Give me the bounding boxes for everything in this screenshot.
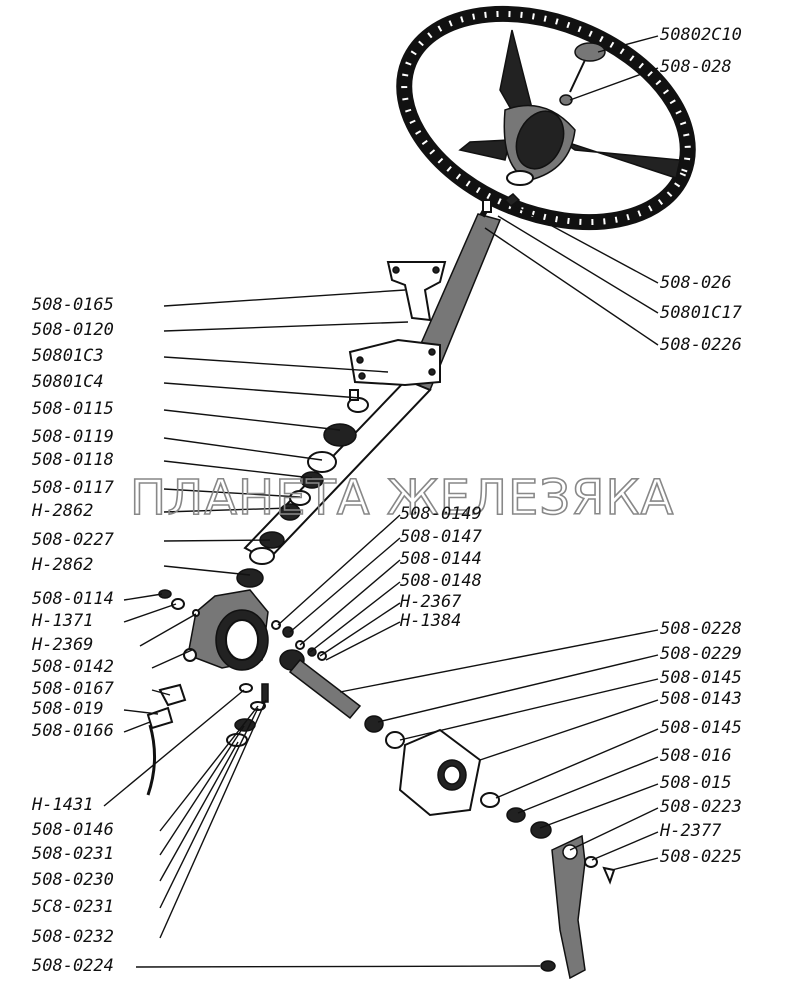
label-c44: 5C8-0231 bbox=[32, 897, 114, 917]
label-c21: 508-0167 bbox=[32, 679, 115, 699]
label-c26: 508-0144 bbox=[400, 549, 482, 569]
label-c43: 508-0230 bbox=[32, 870, 114, 890]
label-c25: 508-0147 bbox=[400, 527, 483, 547]
leader-lines bbox=[103, 35, 659, 968]
label-c32: 508-0145 bbox=[660, 668, 742, 688]
side-cover bbox=[146, 683, 187, 796]
label-c11: 508-0119 bbox=[32, 427, 114, 447]
label-c45: 508-0232 bbox=[32, 927, 114, 947]
label-c20: 508-0142 bbox=[32, 657, 114, 677]
label-c9: 50801C4 bbox=[32, 372, 104, 392]
label-c24: 508-0149 bbox=[400, 504, 482, 524]
column-clamp bbox=[347, 389, 369, 413]
flange-assembly bbox=[364, 715, 552, 839]
label-c14: H-2862 bbox=[31, 501, 93, 521]
label-c5: 508-0226 bbox=[660, 335, 742, 355]
horn-button bbox=[559, 42, 606, 106]
label-c8: 50801C3 bbox=[32, 346, 104, 366]
label-c40: H-1431 bbox=[31, 795, 93, 815]
label-c35: 508-016 bbox=[660, 746, 732, 766]
label-c23: 508-0166 bbox=[32, 721, 114, 741]
callout-labels: 50802C10 508-028 508-026 50801C17 508-02… bbox=[31, 25, 743, 976]
label-c46: 508-0224 bbox=[32, 956, 114, 976]
label-c10: 508-0115 bbox=[32, 399, 114, 419]
label-c28: H-2367 bbox=[399, 592, 462, 612]
label-c3: 508-026 bbox=[660, 273, 732, 293]
label-c6: 508-0165 bbox=[32, 295, 114, 315]
label-c7: 508-0120 bbox=[32, 320, 114, 340]
mounting-plate bbox=[348, 338, 441, 387]
label-c30: 508-0228 bbox=[660, 619, 742, 639]
label-c29: H-1384 bbox=[399, 611, 461, 631]
label-c42: 508-0231 bbox=[32, 844, 114, 864]
label-c34: 508-0145 bbox=[660, 718, 742, 738]
bolts-washers bbox=[158, 589, 327, 747]
label-c16: H-2862 bbox=[31, 555, 93, 575]
label-c17: 508-0114 bbox=[32, 589, 114, 609]
pitman-arm bbox=[540, 834, 616, 980]
label-c38: H-2377 bbox=[659, 821, 722, 841]
label-c4: 50801C17 bbox=[660, 303, 743, 323]
label-c18: H-1371 bbox=[31, 611, 93, 631]
label-c27: 508-0148 bbox=[400, 571, 482, 591]
label-c15: 508-0227 bbox=[32, 530, 115, 550]
label-c22: 508-019 bbox=[32, 699, 104, 719]
label-c37: 508-0223 bbox=[660, 797, 742, 817]
label-c36: 508-015 bbox=[660, 773, 732, 793]
label-c2: 508-028 bbox=[660, 57, 732, 77]
label-c1: 50802C10 bbox=[660, 25, 742, 45]
label-c13: 508-0117 bbox=[32, 478, 115, 498]
label-c33: 508-0143 bbox=[660, 689, 742, 709]
label-c31: 508-0229 bbox=[660, 644, 742, 664]
upper-bracket bbox=[386, 261, 447, 322]
sector-shaft bbox=[279, 649, 362, 720]
label-c39: 508-0225 bbox=[660, 847, 742, 867]
watermark: ПЛАНЕТА ЖЕЛЕЗЯКА bbox=[130, 470, 674, 526]
label-c41: 508-0146 bbox=[32, 820, 114, 840]
gearbox-housing bbox=[183, 589, 281, 671]
label-c19: H-2369 bbox=[31, 635, 93, 655]
label-c12: 508-0118 bbox=[32, 450, 114, 470]
